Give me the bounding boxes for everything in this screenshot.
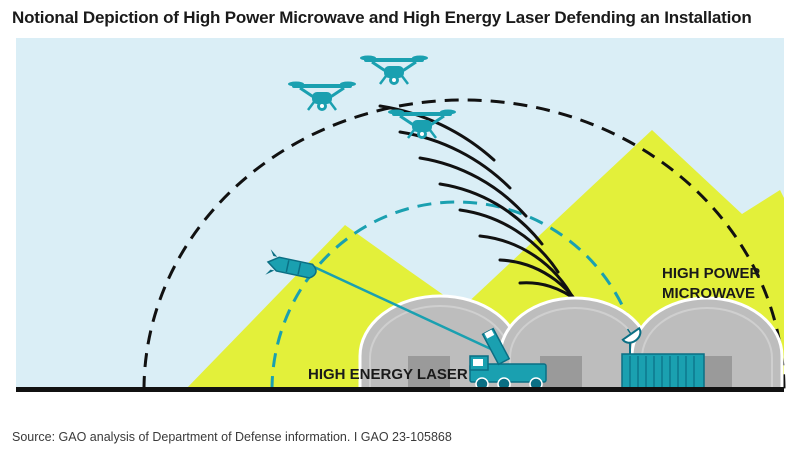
ground-line bbox=[16, 387, 784, 392]
inner-defense-dome bbox=[270, 200, 644, 391]
drone-icon bbox=[288, 81, 356, 111]
hpm-label-line1: HIGH POWER bbox=[662, 265, 761, 282]
outer-defense-dome bbox=[142, 98, 786, 391]
microwave-container-icon bbox=[621, 326, 705, 391]
source-note: Source: GAO analysis of Department of De… bbox=[12, 430, 452, 444]
drone-icon bbox=[360, 55, 428, 85]
hpm-label-line2: MICROWAVE bbox=[662, 285, 755, 302]
figure-title: Notional Depiction of High Power Microwa… bbox=[12, 8, 752, 27]
drone-icon bbox=[388, 109, 456, 139]
scene: HIGH POWER MICROWAVE HIGH ENERGY LASER bbox=[16, 38, 786, 392]
laser-beam bbox=[311, 264, 507, 358]
missile-icon bbox=[265, 249, 317, 279]
laser-truck-icon bbox=[469, 327, 547, 391]
hel-label: HIGH ENERGY LASER bbox=[308, 366, 468, 383]
